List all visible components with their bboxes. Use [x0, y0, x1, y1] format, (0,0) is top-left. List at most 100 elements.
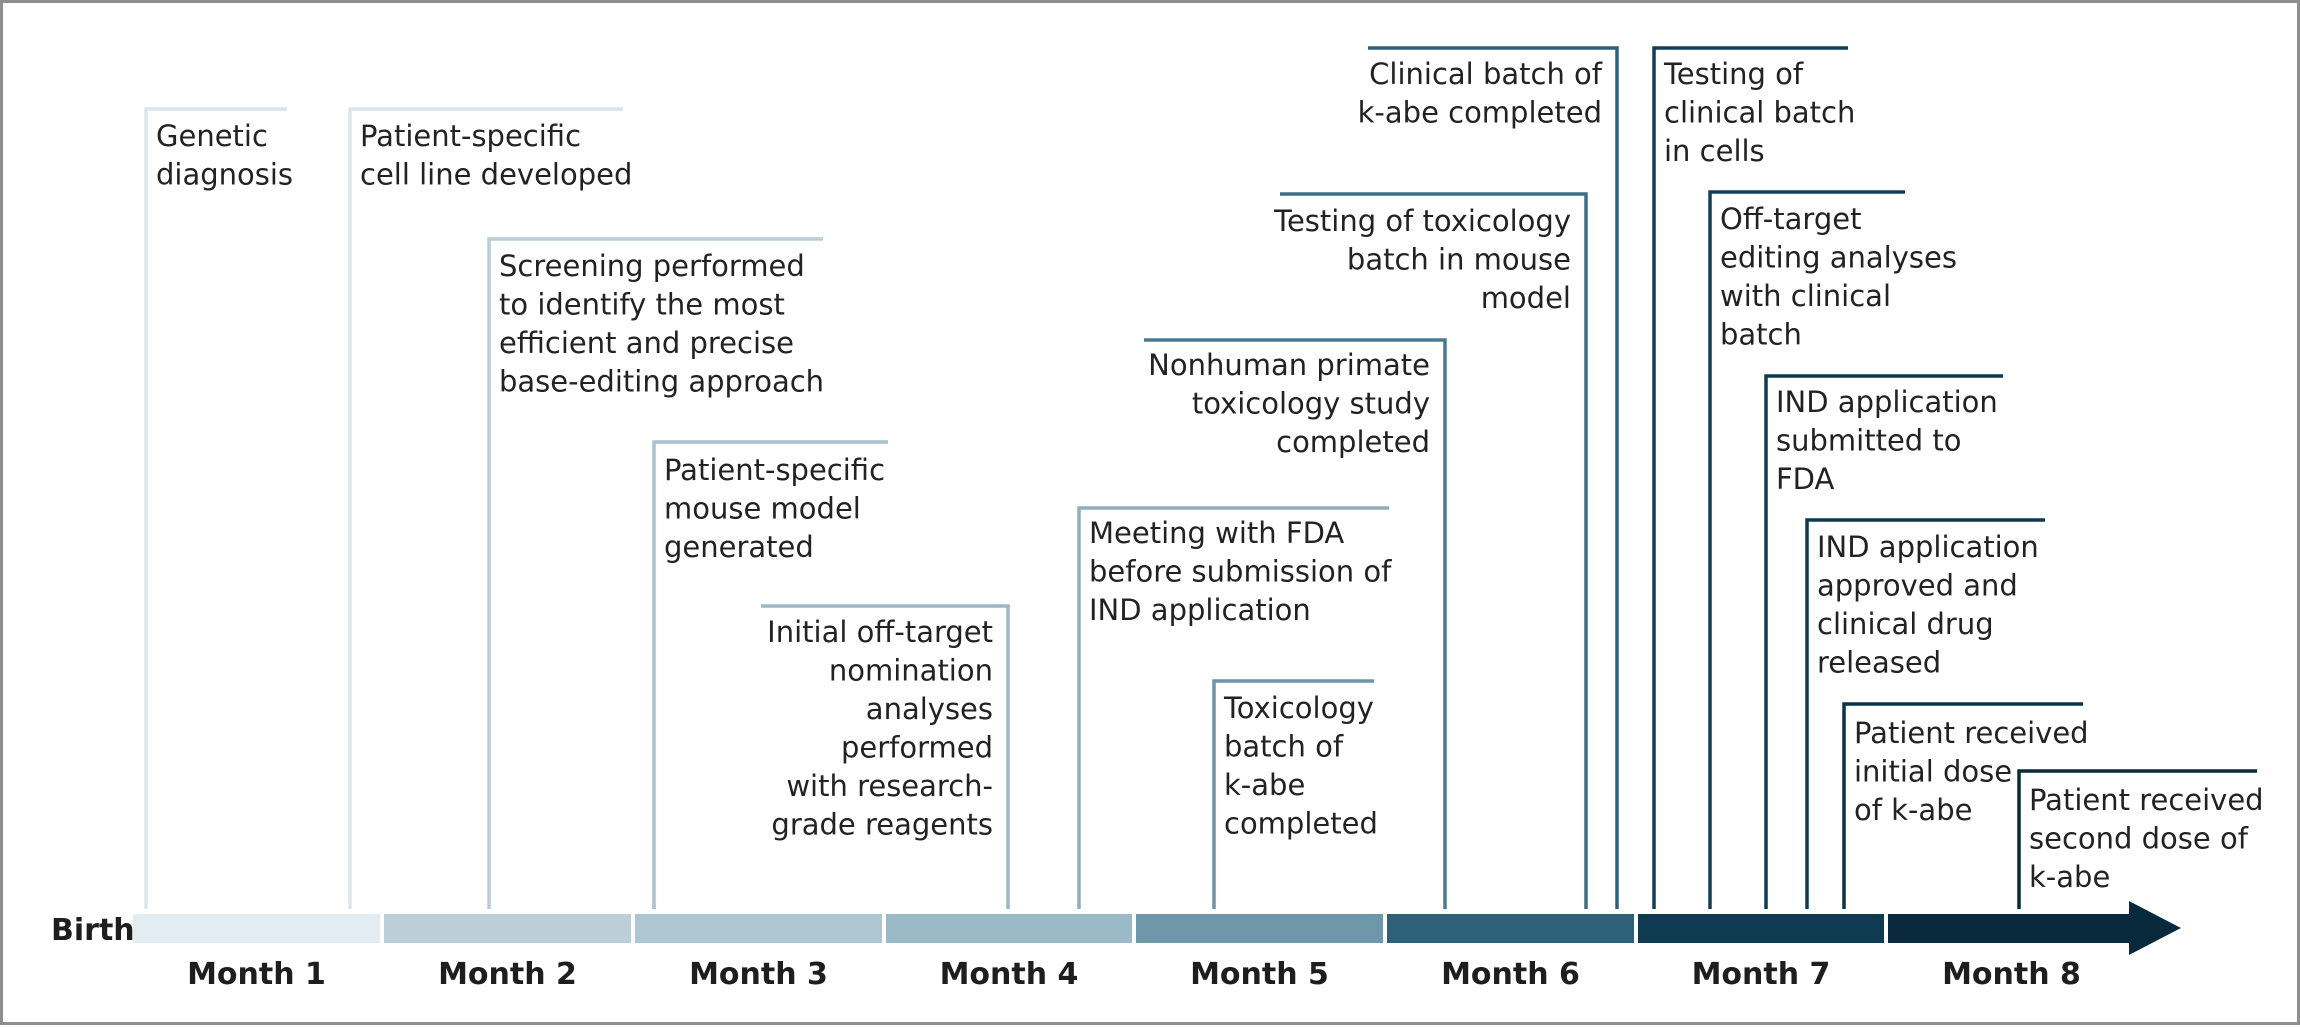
event-label-line: with research-: [786, 769, 993, 803]
event-label-line: of k-abe: [1854, 793, 1972, 827]
event-label-line: batch in mouse: [1347, 243, 1571, 277]
event-label-line: mouse model: [664, 492, 861, 526]
event-label-line: Meeting with FDA: [1089, 516, 1344, 550]
event-label-line: batch of: [1224, 730, 1344, 764]
month-label-4: Month 4: [940, 957, 1079, 992]
event-label-line: Screening performed: [499, 249, 805, 283]
timeline-bar: [133, 901, 2181, 955]
timeline-segment-month-2: [384, 914, 631, 943]
event-bracket-line: [1842, 702, 2083, 909]
event-genetic-diagnosis: Genetic diagnosis: [144, 107, 293, 909]
event-label-line: Off-target: [1720, 202, 1861, 236]
event-label: Patient-specific mouse model generated: [664, 453, 885, 564]
event-label-line: toxicology study: [1192, 387, 1430, 421]
event-label-line: IND application: [1089, 593, 1311, 627]
event-label-line: clinical batch: [1664, 96, 1855, 130]
event-bracket-line: [1144, 338, 1447, 909]
event-label: Screening performed to identify the most e…: [499, 249, 824, 399]
event-label-line: Patient received: [1854, 716, 2089, 750]
event-label-line: base-editing approach: [499, 365, 824, 399]
event-label-line: initial dose: [1854, 755, 2012, 789]
event-label-line: performed: [841, 731, 993, 765]
event-label-line: submitted to: [1776, 424, 1962, 458]
event-label-line: k-abe: [1224, 768, 1305, 802]
event-label-line: editing analyses: [1720, 241, 1957, 275]
event-label-line: k-abe: [2029, 860, 2110, 894]
month-label-3: Month 3: [689, 957, 828, 992]
month-label-7: Month 7: [1692, 957, 1831, 992]
event-label-line: clinical drug: [1817, 607, 1994, 641]
event-label-line: grade reagents: [771, 808, 993, 842]
event-bracket-line: [2017, 769, 2257, 909]
event-label-line: second dose of: [2029, 822, 2249, 856]
timeline-arrowhead: [2129, 901, 2181, 955]
timeline-segment-month-1: [133, 914, 380, 943]
event-ind-approved: IND application approved and clinical drug…: [1805, 518, 2045, 909]
timeline-segment-month-8: [1888, 914, 2135, 943]
event-label: IND application approved and clinical drug…: [1817, 530, 2039, 680]
event-label-line: diagnosis: [156, 158, 293, 192]
timeline-segment-month-4: [886, 914, 1132, 943]
event-label-line: Toxicology: [1223, 691, 1374, 725]
month-label-6: Month 6: [1441, 957, 1580, 992]
month-label-5: Month 5: [1190, 957, 1329, 992]
event-label: IND application submitted to FDA: [1776, 385, 1998, 496]
event-label-line: with clinical: [1720, 279, 1891, 313]
event-label-line: batch: [1720, 318, 1802, 352]
event-bracket-line: [348, 107, 623, 909]
event-label-line: Clinical batch of: [1369, 57, 1603, 91]
event-bracket-line: [761, 604, 1010, 909]
event-off-target-clinical: Off-target editing analyses with clinical b…: [1708, 190, 1957, 909]
event-mouse-model: Patient-specific mouse model generated: [652, 440, 888, 909]
event-label-line: before submission of: [1089, 555, 1392, 589]
timeline-segment-month-6: [1387, 914, 1634, 943]
event-label: Genetic diagnosis: [156, 119, 293, 192]
event-label-line: Patient-specific: [360, 119, 581, 153]
event-tox-batch: Toxicology batch of k-abe completed: [1212, 679, 1378, 909]
event-bracket-line: [1368, 46, 1619, 909]
event-label: Toxicology batch of k-abe completed: [1223, 691, 1378, 841]
event-label-line: completed: [1224, 807, 1378, 841]
event-label-line: approved and: [1817, 569, 2018, 603]
event-bracket-line: [1652, 46, 1848, 909]
month-label-2: Month 2: [438, 957, 577, 992]
event-label-line: Initial off-target: [767, 615, 993, 649]
event-label-line: Patient-specific: [664, 453, 885, 487]
event-nhp-tox: Nonhuman primate toxicology study complete…: [1144, 338, 1447, 909]
timeline-segment-month-7: [1638, 914, 1884, 943]
timeline-segment-month-5: [1136, 914, 1383, 943]
event-label-line: IND application: [1776, 385, 1998, 419]
event-label-line: FDA: [1776, 462, 1835, 496]
event-label-line: Testing of: [1663, 57, 1804, 91]
event-bracket-line: [1212, 679, 1374, 909]
event-ind-submitted: IND application submitted to FDA: [1764, 374, 2003, 909]
event-label-line: Genetic: [156, 119, 268, 153]
event-label-line: released: [1817, 646, 1941, 680]
event-bracket-line: [1280, 192, 1588, 909]
event-bracket-line: [1708, 190, 1905, 909]
event-label-line: efficient and precise: [499, 326, 794, 360]
event-label-line: Nonhuman primate: [1148, 348, 1430, 382]
event-label-line: generated: [664, 530, 814, 564]
event-label: Meeting with FDA before submission of IND …: [1089, 516, 1392, 627]
month-label-8: Month 8: [1942, 957, 2081, 992]
event-label: Patient received initial dose of k-abe: [1854, 716, 2089, 827]
event-label-line: nomination: [829, 654, 993, 688]
event-label-line: IND application: [1817, 530, 2039, 564]
event-label-line: Testing of toxicology: [1273, 204, 1571, 238]
event-label: Off-target editing analyses with clinical b…: [1720, 202, 1957, 352]
event-first-dose: Patient received initial dose of k-abe: [1842, 702, 2089, 909]
event-label-line: to identify the most: [499, 288, 785, 322]
